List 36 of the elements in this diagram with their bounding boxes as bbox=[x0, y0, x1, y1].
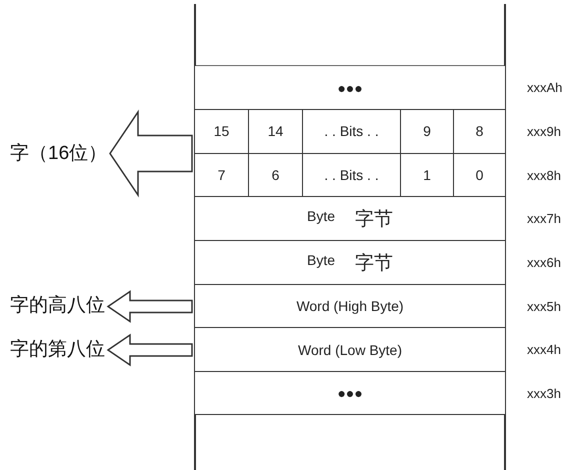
address-label: xxx8h bbox=[527, 168, 561, 182]
bit-cell: . . Bits . . bbox=[302, 154, 400, 196]
memory-row bbox=[195, 66, 505, 110]
bit-cell: 7 bbox=[195, 154, 248, 196]
chinese-text: 字节 bbox=[355, 208, 393, 232]
word-label: 字（16位） bbox=[10, 140, 108, 166]
word-label: 字的高八位 bbox=[10, 292, 105, 318]
address-label: xxx9h bbox=[527, 124, 561, 139]
bit-cell: 15 bbox=[195, 110, 248, 153]
memory-row bbox=[195, 372, 505, 415]
memory-row bbox=[195, 152, 505, 197]
cell-text: ●●● bbox=[337, 80, 363, 96]
memory-row bbox=[195, 241, 505, 285]
bit-cell: 1 bbox=[400, 154, 453, 196]
hollow-arrow bbox=[109, 110, 193, 198]
bit-cell: 6 bbox=[248, 154, 302, 196]
cell-text: Byte bbox=[306, 208, 335, 224]
word-label: 字的第八位 bbox=[10, 336, 105, 362]
memory-row bbox=[195, 108, 505, 154]
bit-cell: 0 bbox=[453, 154, 505, 196]
address-label: xxxAh bbox=[527, 80, 562, 95]
memory-row bbox=[195, 285, 505, 328]
cell-text: Word (Low Byte) bbox=[298, 342, 402, 358]
address-label: xxx7h bbox=[527, 211, 561, 226]
chinese-text: 字节 bbox=[355, 252, 393, 276]
address-label: xxx5h bbox=[527, 298, 561, 314]
address-label: xxx4h bbox=[527, 342, 561, 357]
hollow-arrow bbox=[106, 290, 193, 323]
address-label: xxx6h bbox=[527, 255, 561, 270]
memory-row bbox=[195, 197, 505, 241]
hollow-arrow bbox=[106, 334, 193, 366]
address-label: xxx3h bbox=[527, 386, 561, 400]
cell-text: Word (High Byte) bbox=[296, 298, 404, 314]
cell-text: Byte bbox=[306, 252, 335, 268]
cell-text: ●●● bbox=[337, 385, 363, 401]
memory-row bbox=[195, 328, 505, 372]
